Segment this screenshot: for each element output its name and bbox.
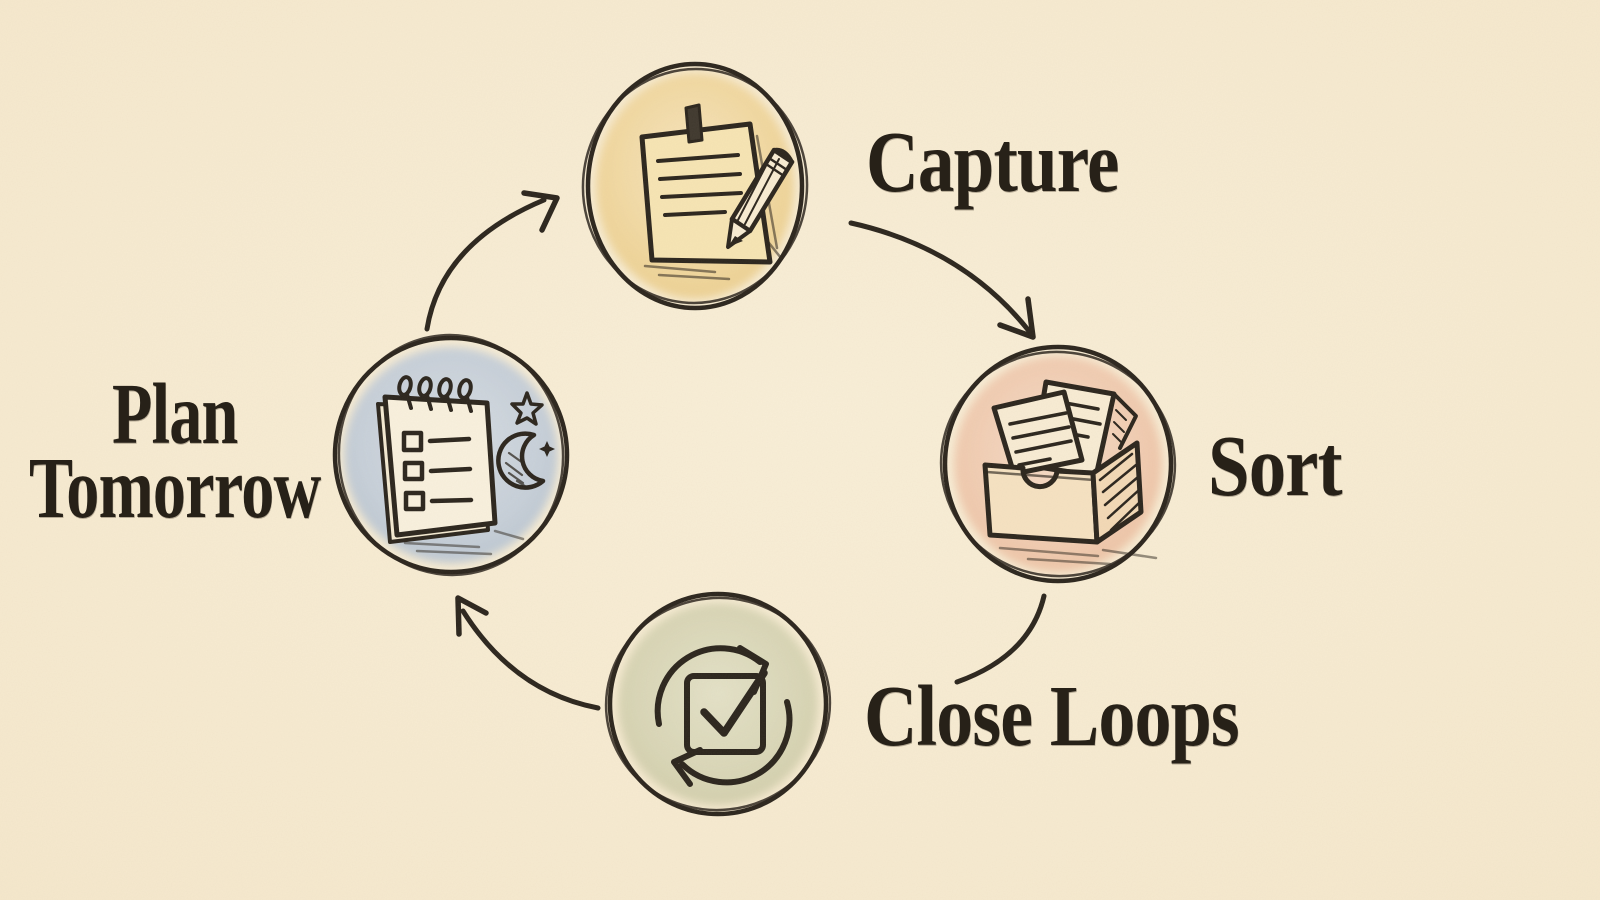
label-plan-line1: Plan: [111, 365, 238, 462]
label-capture: Capture: [866, 113, 1119, 210]
label-plan-tomorrow: Plan Tomorrow: [28, 365, 321, 536]
label-sort: Sort: [1208, 417, 1343, 514]
label-close-loops: Close Loops: [864, 667, 1240, 764]
label-plan-line2: Tomorrow: [28, 439, 321, 536]
